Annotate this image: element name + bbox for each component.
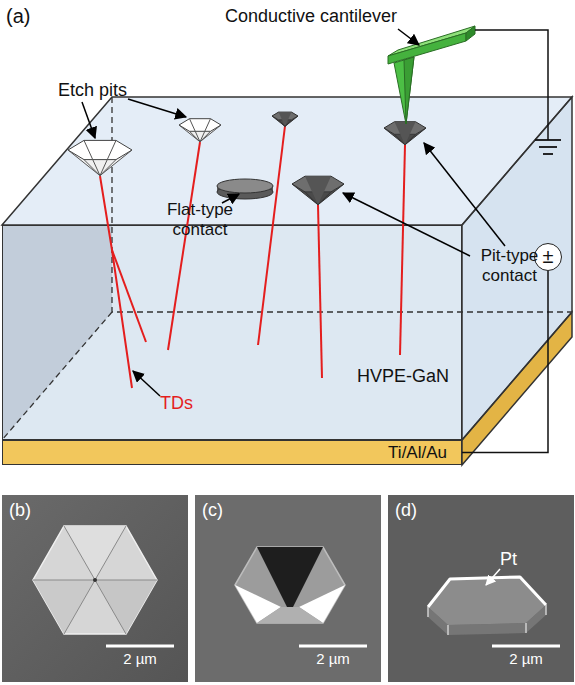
mesa-edge [428,605,546,635]
pit-contact [292,176,344,205]
leader-arrow [486,569,500,585]
leader-arrow [128,99,186,117]
label-text: (a) [6,4,30,28]
flat-contact [217,179,273,199]
pit-facet [33,580,95,634]
gan-front-face: HVPE-GaN [2,225,462,440]
wire [475,30,548,140]
node-text: ± [535,244,561,269]
sem-image [195,495,381,682]
hidden-edge [2,97,572,440]
node-text: HVPE-GaN [357,366,449,387]
sem-panel: (d) Pt 2 µm [388,495,574,682]
right-face-outline [462,97,572,440]
scale-bar [299,645,367,648]
node-text: (c) [202,500,223,521]
label-text: TDs [160,393,193,414]
node-text: 2 µm [102,650,178,668]
pit-facet [64,526,126,580]
node-text: (b) [9,500,31,521]
sem-background [2,495,188,682]
sem-image [2,495,188,682]
node-text: Pt [500,549,517,570]
pit-apex [93,578,97,582]
etch-pit [272,112,298,126]
pit-contact [384,122,426,145]
leader-arrow [82,102,95,138]
label-text: Etch pits [58,80,127,101]
leader-arrow [398,29,419,45]
circuit-wire [462,271,548,453]
label-text: Flat-type contact [150,200,250,240]
gan-top-face [2,97,572,225]
pit-contact-image [235,547,345,623]
gan-block-body [2,97,572,440]
sem-panel: (c) 2 µm [195,495,381,682]
top-face-outline [2,97,572,225]
pit-facet [257,607,323,623]
sem-background [388,495,574,682]
bright-edge [428,577,546,607]
scale-bar [492,645,560,648]
electrode-right-face [462,312,572,465]
label-text: Conductive cantilever [225,6,397,27]
sem-background [195,495,381,682]
node-text: 2 µm [295,650,371,668]
electrode-layer: Ti/Al/Au [2,440,462,465]
etch-pit [179,119,221,142]
ground-symbol [535,140,561,154]
etch-pit [68,140,132,175]
node-text: (d) [395,500,417,521]
cantilever [388,26,475,124]
node-text: Ti/Al/Au [388,442,447,463]
sem-image [388,495,574,682]
gan-right-face [462,97,572,440]
pit-facet [95,580,157,634]
label-text: Pit-type contact [462,246,557,286]
sem-panel: (b) 2 µm [2,495,188,682]
hexagonal-pit [33,526,157,634]
node-text: 2 µm [488,650,564,668]
facet-edge [33,526,157,634]
scale-bar [106,645,174,648]
